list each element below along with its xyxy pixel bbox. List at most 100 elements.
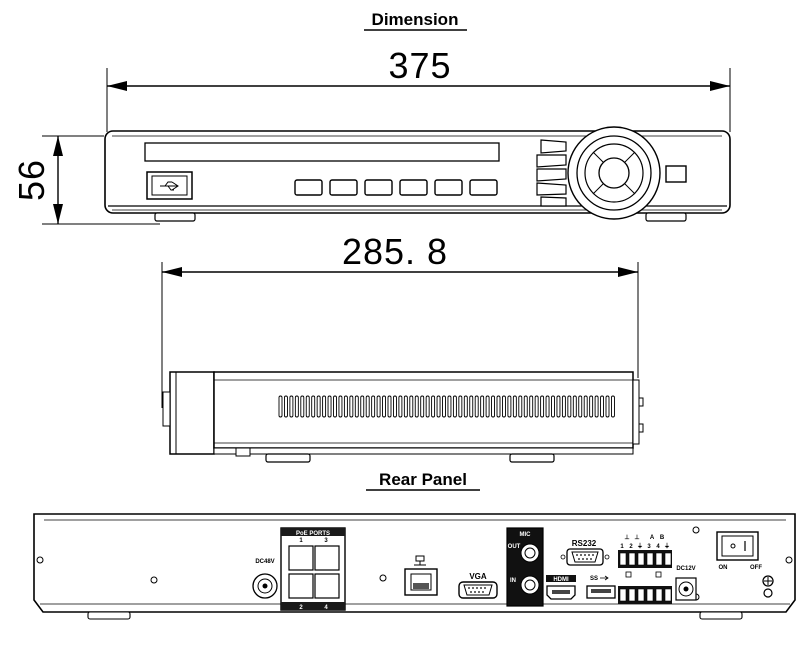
vent-slot xyxy=(589,395,594,418)
vent-slot xyxy=(496,395,501,418)
vent-slot xyxy=(572,395,577,418)
vent-slot xyxy=(529,395,534,418)
alarm-num-6: ⏚ xyxy=(664,543,670,550)
vent-slot xyxy=(578,395,583,418)
vga-label: VGA xyxy=(469,572,487,581)
vent-slot xyxy=(343,395,348,418)
vent-slot xyxy=(512,395,517,418)
poe-port-3-label: 3 xyxy=(324,538,328,544)
poe-port-2 xyxy=(288,573,314,599)
vent-slot xyxy=(289,395,294,418)
vent-slot xyxy=(556,395,561,418)
vent-slot xyxy=(474,395,479,418)
vent-slot xyxy=(393,395,397,418)
alarm-mark-2: ⊥ xyxy=(634,534,639,541)
dimension-heading: Dimension xyxy=(372,10,459,29)
vent-slot xyxy=(561,395,566,418)
vent-slot xyxy=(611,395,615,418)
vent-slot xyxy=(540,395,545,418)
alarm-pin xyxy=(655,552,663,566)
alarm-terminal-block: ⊥ ⊥ A B 1 2 ⏚ 3 4 ⏚ xyxy=(618,534,672,604)
alarm-pin xyxy=(664,588,672,602)
alarm-pin xyxy=(619,588,627,602)
poe-port-4 xyxy=(314,573,340,599)
vent-slot xyxy=(594,395,599,418)
vent-slot xyxy=(284,395,288,418)
vent-slot xyxy=(382,395,386,418)
vent-slot xyxy=(463,395,468,418)
vent-slot xyxy=(387,395,392,418)
alarm-num-2: 2 xyxy=(629,544,633,550)
alarm-pin xyxy=(637,588,645,602)
mic-label: MIC xyxy=(520,532,532,538)
vent-slot xyxy=(600,395,604,418)
vent-slot xyxy=(447,395,452,418)
vent-slot xyxy=(480,395,485,418)
vent-slot xyxy=(551,395,555,418)
vent-slot xyxy=(420,395,425,418)
alarm-num-1: 1 xyxy=(620,544,624,550)
switch-on-label: ON xyxy=(719,565,728,571)
vent-slot xyxy=(491,395,495,418)
side-view xyxy=(162,371,644,463)
vent-slot xyxy=(354,395,359,418)
out-label: OUT xyxy=(508,544,521,550)
alarm-mark-1: ⊥ xyxy=(624,534,629,541)
vent-slot xyxy=(436,395,441,418)
vent-slot xyxy=(360,395,365,418)
poe-port-2-label: 2 xyxy=(299,605,303,611)
vent-slot xyxy=(371,395,376,418)
rear-panel-heading: Rear Panel xyxy=(379,470,467,489)
network-icon xyxy=(414,555,426,566)
poe-port-4-label: 4 xyxy=(324,605,328,611)
vent-slot xyxy=(425,395,430,418)
vent-slot xyxy=(485,395,490,418)
alarm-num-5: 4 xyxy=(656,544,660,550)
vent-slot xyxy=(409,395,414,418)
alarm-pin xyxy=(655,588,663,602)
vent-slot xyxy=(523,395,528,418)
vent-slot xyxy=(398,395,403,418)
vent-slot xyxy=(349,395,354,418)
vent-slot xyxy=(403,395,408,418)
alarm-pin xyxy=(619,552,627,566)
hdmi-label: HDMI xyxy=(553,577,569,583)
alarm-pin xyxy=(646,552,654,566)
vent-slot xyxy=(316,395,321,418)
alarm-pin xyxy=(646,588,654,602)
height-dimension-value: 56 xyxy=(11,159,52,201)
dc48v-label: DC48V xyxy=(255,559,274,565)
vent-slot xyxy=(567,395,572,418)
alarm-b-label: B xyxy=(660,535,665,541)
audio-panel xyxy=(506,527,544,607)
vent-slot xyxy=(534,395,539,418)
vent-slot xyxy=(518,395,523,418)
width-dimension-value: 375 xyxy=(388,45,451,86)
vent-slot xyxy=(333,395,337,418)
vent-slot xyxy=(300,395,305,418)
vent-slot xyxy=(338,395,343,418)
alarm-num-4: 3 xyxy=(647,544,651,550)
vent-slot xyxy=(507,395,512,418)
rear-panel: DC48V PoE PORTS 1 3 2 4 VGA xyxy=(33,513,796,620)
vent-slot xyxy=(469,395,474,418)
usb3-label: SS xyxy=(590,576,598,582)
vent-slot xyxy=(605,395,610,418)
switch-off-label: OFF xyxy=(750,565,762,571)
vent-slot xyxy=(458,395,463,418)
dc12v-label: DC12V xyxy=(676,566,695,572)
vent-slot xyxy=(414,395,419,418)
vent-slot xyxy=(311,395,316,418)
poe-port-3 xyxy=(314,545,340,571)
vent-slot xyxy=(365,395,370,418)
usb-icon xyxy=(600,575,609,581)
alarm-pin xyxy=(628,552,636,566)
rs232-label: RS232 xyxy=(572,539,597,548)
vent-slot xyxy=(322,395,327,418)
poe-port-1 xyxy=(288,545,314,571)
vent-slot xyxy=(294,395,299,418)
poe-ports-label: PoE PORTS xyxy=(296,531,330,537)
vent-slot xyxy=(327,395,332,418)
poe-port-1-label: 1 xyxy=(299,538,303,544)
